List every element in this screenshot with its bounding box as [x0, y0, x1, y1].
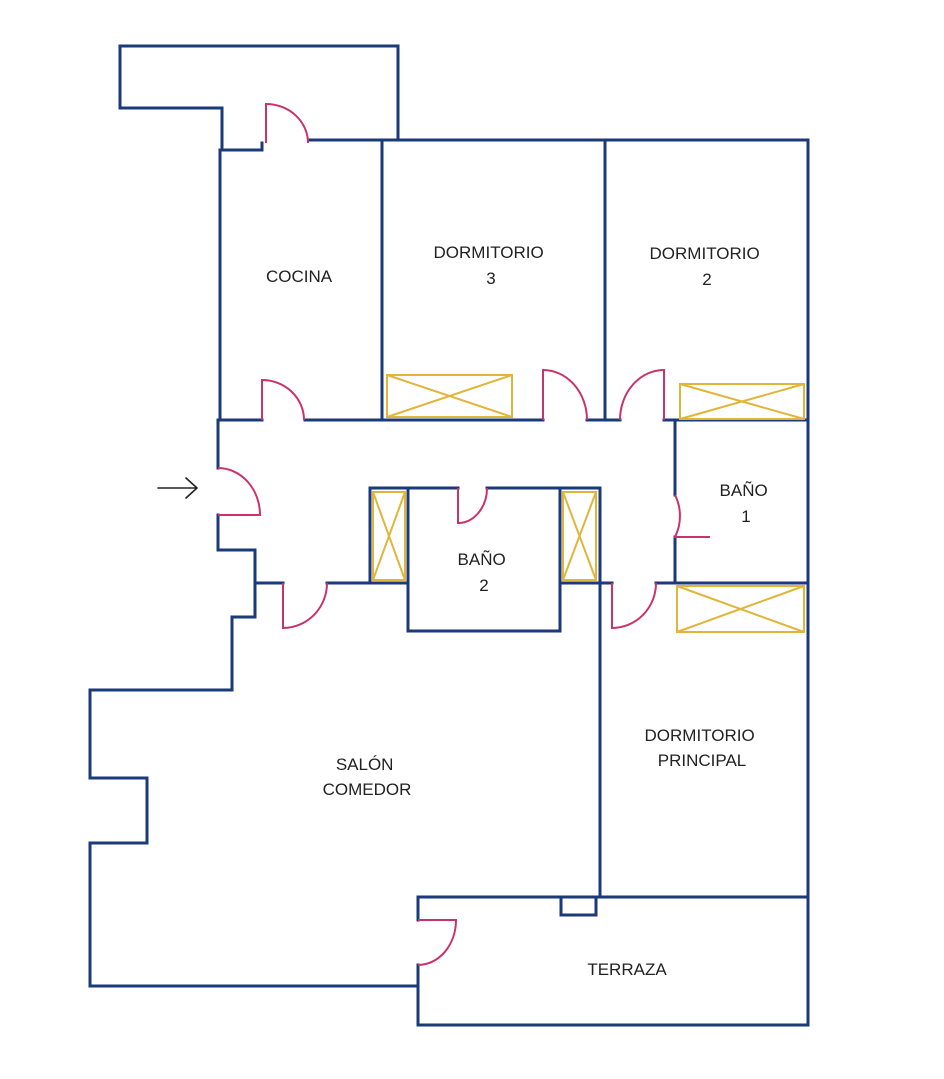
wall-bano2: [368, 486, 460, 585]
door-bano2: [457, 487, 488, 525]
door-annex: [265, 102, 309, 144]
closet-dorm2: [679, 383, 805, 420]
label-terraza: TERRAZA: [587, 960, 667, 979]
wall-terrace: [416, 895, 810, 1027]
doors: [217, 102, 710, 966]
wall-entrance-south: [88, 513, 420, 988]
label-cocina: COCINA: [266, 267, 333, 286]
door-bano1: [673, 494, 710, 538]
door-master: [611, 582, 657, 630]
room-labels: COCINA DORMITORIO 3 DORMITORIO 2 BAÑO 1 …: [266, 243, 773, 979]
closet-corridor-left: [372, 491, 406, 581]
door-dorm2: [619, 368, 665, 421]
closets: [372, 374, 805, 633]
label-dormitorio-3: DORMITORIO 3: [434, 243, 549, 288]
label-bano-1: BAÑO 1: [720, 481, 773, 526]
entrance-arrow-icon: [157, 477, 198, 499]
door-entrance: [217, 467, 262, 516]
door-dorm3: [542, 368, 588, 421]
walls: [88, 44, 810, 1027]
label-dormitorio-principal: DORMITORIO PRINCIPAL: [645, 726, 760, 770]
label-salon-comedor: SALÓN COMEDOR: [323, 755, 412, 799]
label-dormitorio-2: DORMITORIO 2: [650, 244, 765, 289]
door-terrace: [417, 919, 458, 966]
label-bano-2: BAÑO 2: [458, 550, 511, 595]
closet-master: [676, 585, 805, 633]
closet-corridor-right: [562, 491, 597, 581]
terrace-pillar: [559, 895, 598, 917]
wall-top-annex: [118, 44, 400, 152]
door-kitchen: [261, 378, 305, 421]
closet-dorm3: [386, 374, 513, 418]
door-salon: [282, 582, 328, 630]
